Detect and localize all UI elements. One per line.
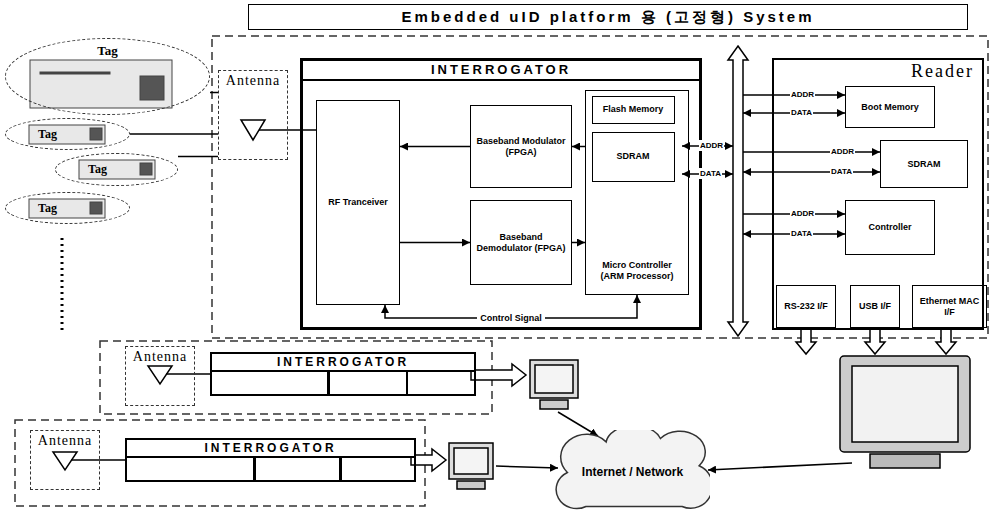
component-box: Ethernet MAC I/F: [912, 285, 987, 328]
signal-label: DATA: [830, 166, 853, 177]
signal-label: ADDR: [790, 89, 815, 100]
connector: [195, 373, 210, 375]
system-bus: [728, 46, 748, 336]
tag-label: Tag: [38, 127, 57, 141]
signal-label: ADDR: [790, 208, 815, 219]
component-box: Baseband Modulator (FPGA): [470, 105, 572, 188]
bus-connection: [682, 95, 880, 234]
component-label: Boot Memory: [861, 102, 919, 113]
tag-label: Tag: [97, 43, 117, 59]
edge-label: Control Signal: [477, 312, 545, 324]
connector: [130, 133, 218, 135]
connector: [210, 92, 218, 94]
connector: [400, 146, 470, 148]
interrogator-header: INTERROGATOR: [212, 354, 474, 372]
component-label: SDRAM: [908, 159, 941, 170]
title: Embedded uID platform 용 (고정형) System: [248, 4, 968, 30]
network-cloud: Internet / Network: [555, 430, 710, 515]
component-box: SDRAM: [880, 140, 968, 188]
signal-label: DATA: [790, 228, 813, 239]
antenna-label: Antenna: [133, 349, 187, 366]
component-label: RF Tranceiver: [328, 197, 388, 208]
connector: [100, 459, 125, 461]
connector: [178, 156, 218, 158]
antenna-label: Antenna: [38, 433, 92, 450]
component-label: Micro Controller (ARM Processor): [590, 260, 684, 282]
tag-ellipse: Tag: [5, 118, 130, 150]
component-box: Controller: [845, 200, 935, 255]
connector: [400, 242, 470, 244]
connector: [572, 242, 585, 244]
component-box: RF Tranceiver: [316, 100, 400, 305]
reader-label: Reader: [911, 61, 974, 83]
component-box: Baseband Demodulator (FPGA): [470, 200, 572, 285]
antenna-symbol: [53, 120, 288, 470]
component-label: Baseband Modulator (FPGA): [473, 136, 569, 158]
more-tags-dots: [61, 238, 64, 330]
component-box: Boot Memory: [845, 86, 935, 128]
interrogator-bar: INTERROGATOR: [210, 352, 476, 396]
tag-card: [29, 60, 172, 218]
system-outline: [100, 341, 492, 414]
component-label: SDRAM: [617, 151, 650, 162]
monitor-icon: [449, 356, 970, 489]
interrogator-header: INTERROGATOR: [303, 61, 699, 81]
component-label: Controller: [868, 222, 911, 233]
component-box: USB I/F: [850, 285, 900, 328]
component-box: SDRAM: [592, 132, 675, 182]
antenna-box: Antenna: [218, 70, 288, 160]
antenna-box: Antenna: [30, 430, 100, 490]
signal-label: ADDR: [699, 140, 724, 151]
signal-label: ADDR: [830, 146, 855, 157]
tag-ellipse: Tag: [55, 153, 178, 186]
interrogator-header: INTERROGATOR: [127, 440, 414, 458]
network-label: Internet / Network: [582, 465, 683, 479]
component-label: RS-232 I/F: [784, 301, 828, 312]
signal-label: DATA: [790, 107, 813, 118]
component-label: Baseband Demodulator (FPGA): [473, 232, 569, 254]
antenna-label: Antenna: [226, 73, 280, 90]
system-outline: [15, 420, 425, 506]
cloud-outline: [556, 430, 710, 509]
system-outline: [212, 36, 988, 338]
interrogator-box: INTERROGATOR RF Tranceiver Baseband Modula…: [300, 58, 702, 330]
interrogator-bar: INTERROGATOR: [125, 438, 416, 482]
processor-box: Micro Controller (ARM Processor) Flash Me…: [585, 90, 689, 295]
component-box: RS-232 I/F: [776, 285, 836, 328]
tag-label: Tag: [38, 201, 57, 215]
component-label: Flash Memory: [603, 104, 664, 115]
tag-label: Tag: [88, 162, 107, 176]
signal-label: DATA: [699, 168, 722, 179]
tag-ellipse: Tag: [5, 192, 130, 224]
tag-ellipse: Tag: [5, 38, 210, 115]
antenna-box: Antenna: [125, 346, 195, 406]
component-label: USB I/F: [859, 301, 891, 312]
connector: [572, 146, 585, 148]
component-label: Ethernet MAC I/F: [915, 296, 984, 318]
component-box: Flash Memory: [592, 96, 675, 124]
